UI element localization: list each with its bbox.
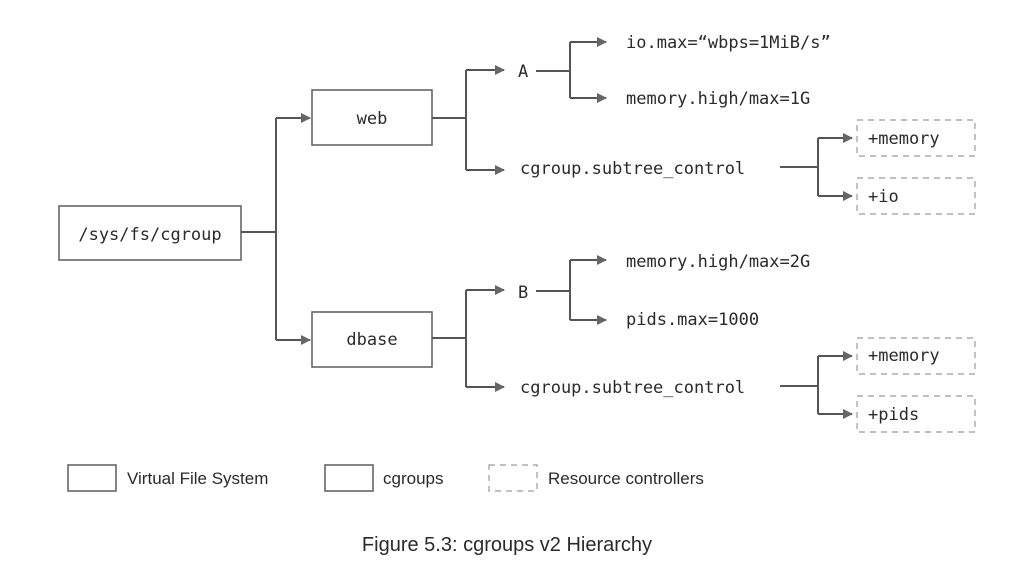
dbase-subtree-connector bbox=[780, 356, 819, 414]
legend-swatch-controllers bbox=[488, 464, 538, 492]
legend-label-controllers: Resource controllers bbox=[548, 469, 704, 488]
root-connector bbox=[241, 118, 277, 340]
controller-web-memory: +memory bbox=[868, 129, 940, 149]
file-pids-max: pids.max=1000 bbox=[626, 310, 759, 330]
cgroup-web-label: web bbox=[357, 109, 388, 129]
legend-swatch-vfs bbox=[67, 464, 117, 492]
controller-dbase-memory-box bbox=[856, 337, 976, 375]
cgroup-dbase-label: dbase bbox=[346, 330, 397, 350]
dbase-subtree-control-label: cgroup.subtree_control bbox=[520, 378, 745, 398]
web-subtree-connector bbox=[780, 138, 819, 196]
child-A-label: A bbox=[518, 62, 528, 82]
controller-dbase-memory: +memory bbox=[868, 346, 940, 366]
file-memory-high-max-1G: memory.high/max=1G bbox=[626, 89, 810, 109]
controller-web-memory-box bbox=[856, 119, 976, 157]
web-subtree-control-label: cgroup.subtree_control bbox=[520, 159, 745, 179]
child-B-label: B bbox=[518, 283, 528, 303]
file-io-max: io.max=“wbps=1MiB/s” bbox=[626, 33, 831, 53]
file-memory-high-max-2G: memory.high/max=2G bbox=[626, 252, 810, 272]
figure-caption: Figure 5.3: cgroups v2 Hierarchy bbox=[362, 534, 652, 556]
cgroup-dbase-box bbox=[311, 311, 433, 368]
A-connector bbox=[536, 42, 571, 98]
controller-web-io-box bbox=[856, 177, 976, 215]
root-node-box bbox=[58, 205, 242, 261]
root-node-label: /sys/fs/cgroup bbox=[78, 225, 221, 245]
B-connector bbox=[536, 260, 571, 320]
cgroup-web-box bbox=[311, 89, 433, 146]
controller-web-io: +io bbox=[868, 187, 899, 207]
dbase-connector bbox=[432, 290, 467, 387]
legend-label-cgroups: cgroups bbox=[383, 469, 443, 488]
legend-swatch-cgroups bbox=[324, 464, 374, 492]
controller-dbase-pids-box bbox=[856, 395, 976, 433]
web-connector bbox=[432, 70, 467, 170]
controller-dbase-pids: +pids bbox=[868, 405, 919, 425]
legend-label-vfs: Virtual File System bbox=[127, 469, 268, 488]
